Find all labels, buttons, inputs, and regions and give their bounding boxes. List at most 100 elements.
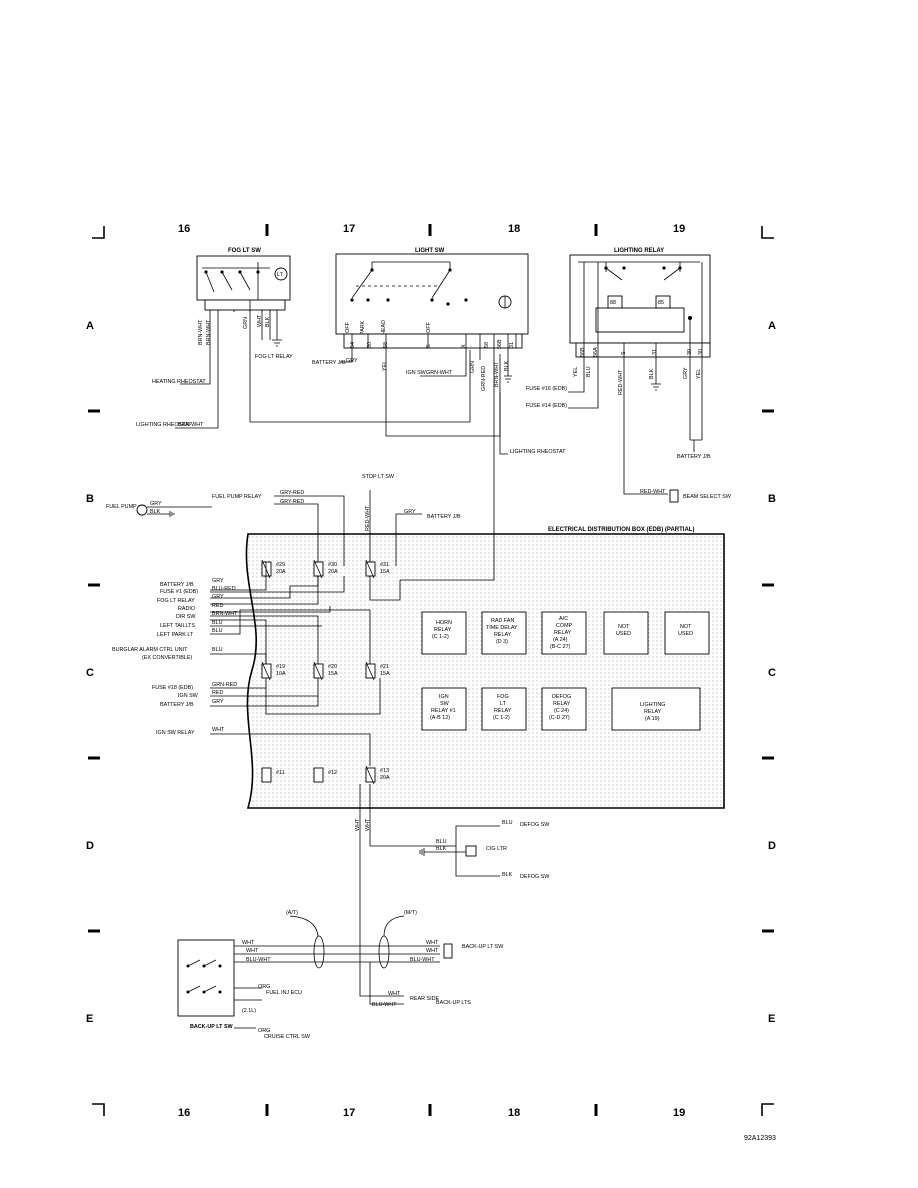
relay-box bbox=[421, 611, 467, 655]
wire-blk: BLK bbox=[150, 509, 161, 515]
svg-text:NOT: NOT bbox=[680, 624, 692, 630]
wire-gry-red: GRY-RED bbox=[280, 499, 304, 505]
fuse16-label: FUSE #16 (EDB) bbox=[526, 386, 567, 392]
figure-id: 92A12393 bbox=[744, 1135, 776, 1142]
col-label: 18 bbox=[508, 1107, 520, 1119]
fuse-id: #21 bbox=[380, 664, 389, 670]
fuse-amps: 15A bbox=[380, 569, 390, 575]
lighting-rheostat-label: LIGHTING RHEOSTAT bbox=[136, 422, 192, 428]
ls-pos-off: OFF bbox=[345, 322, 351, 333]
fuse-id: #13 bbox=[380, 768, 389, 774]
svg-text:FOG: FOG bbox=[497, 694, 509, 700]
svg-text:(A 24): (A 24) bbox=[553, 637, 568, 643]
svg-text:HORN: HORN bbox=[436, 620, 452, 626]
svg-text:FUEL INJ ECU: FUEL INJ ECU bbox=[266, 990, 302, 996]
fuel-pump-icon bbox=[136, 504, 148, 516]
relay-box bbox=[541, 687, 587, 731]
fuel-pump-relay-label: FUEL PUMP RELAY bbox=[212, 494, 262, 500]
svg-text:DIR SW: DIR SW bbox=[176, 614, 196, 620]
wire-gry-red: GRY-RED bbox=[280, 490, 304, 496]
row-label: D bbox=[768, 840, 776, 852]
svg-text:BATTERY J/B: BATTERY J/B bbox=[160, 582, 194, 588]
row-label: D bbox=[86, 840, 94, 852]
ls-pin: 31 bbox=[509, 342, 515, 348]
row-label: C bbox=[86, 667, 94, 679]
wire-blk: BLK bbox=[265, 316, 271, 327]
svg-text:FUSE #1 (EDB): FUSE #1 (EDB) bbox=[160, 589, 198, 595]
svg-text:(C 24): (C 24) bbox=[554, 708, 569, 714]
svg-text:BACK-UP LT SW: BACK-UP LT SW bbox=[462, 944, 504, 950]
svg-text:RELAY #1: RELAY #1 bbox=[431, 708, 456, 714]
svg-text:DEFOG: DEFOG bbox=[552, 694, 571, 700]
svg-text:BLU-RED: BLU-RED bbox=[212, 586, 236, 592]
svg-text:GRY: GRY bbox=[212, 699, 224, 705]
wire-brn-wht: BRN-WHT bbox=[206, 319, 212, 345]
wire-grn: GRN bbox=[243, 317, 249, 329]
wire-gry: GRY bbox=[404, 509, 416, 515]
fuse-id: #19 bbox=[276, 664, 285, 670]
svg-text:GRN-RED: GRN-RED bbox=[212, 682, 237, 688]
svg-text:A/C: A/C bbox=[559, 616, 568, 622]
ls-pos-head: HEAD bbox=[381, 320, 387, 335]
svg-text:(A/T): (A/T) bbox=[286, 910, 298, 916]
svg-text:ORG: ORG bbox=[258, 1028, 270, 1034]
ls-pin: 54 bbox=[350, 342, 356, 348]
fuse-amps: 20A bbox=[276, 569, 286, 575]
svg-text:BLU-WHT: BLU-WHT bbox=[372, 1002, 397, 1008]
svg-text:(C-D 27): (C-D 27) bbox=[549, 715, 570, 721]
light-sw-title: LIGHT SW bbox=[415, 248, 445, 254]
svg-text:(C 1-2): (C 1-2) bbox=[432, 634, 449, 640]
svg-text:LEFT PARK LT: LEFT PARK LT bbox=[157, 632, 194, 638]
wire-blk: BLK bbox=[504, 360, 510, 371]
svg-text:DEFOG SW: DEFOG SW bbox=[520, 822, 550, 828]
relay-box bbox=[481, 611, 527, 655]
svg-text:BLU: BLU bbox=[212, 620, 223, 626]
ls-pos-off2: OFF bbox=[426, 322, 432, 333]
row-label: C bbox=[768, 667, 776, 679]
svg-text:BLU: BLU bbox=[502, 820, 513, 826]
fuel-pump-label: FUEL PUMP bbox=[106, 504, 137, 510]
fuse-id: #12 bbox=[328, 770, 337, 776]
coil-85: 85 bbox=[658, 300, 664, 306]
row-label: E bbox=[768, 1013, 775, 1025]
fuse14-label: FUSE #14 (EDB) bbox=[526, 403, 567, 409]
wire-gry: GRY bbox=[346, 358, 358, 364]
svg-text:WHT: WHT bbox=[365, 818, 371, 831]
wire-red-wht: RED-WHT bbox=[365, 505, 371, 531]
wire-brn-wht: BRN-WHT bbox=[178, 422, 204, 428]
svg-text:TIME DELAY: TIME DELAY bbox=[486, 625, 518, 631]
edb-title: ELECTRICAL DISTRIBUTION BOX (EDB) (PARTI… bbox=[548, 527, 694, 533]
svg-text:RAD FAN: RAD FAN bbox=[491, 618, 514, 624]
svg-text:WHT: WHT bbox=[242, 940, 255, 946]
lighting-relay: LIGHTING RELAY 88 85 56B 56A S 31 30 30 … bbox=[526, 248, 732, 503]
svg-text:GRY: GRY bbox=[212, 578, 224, 584]
wire-gry: GRY bbox=[683, 367, 689, 379]
wire-blk: BLK bbox=[649, 368, 655, 379]
row-label: A bbox=[86, 320, 94, 332]
heating-rheostat-label: HEATING RHEOSTAT bbox=[152, 379, 206, 385]
svg-text:LT: LT bbox=[277, 272, 284, 278]
fog-lt-relay-label: FOG LT RELAY bbox=[255, 354, 293, 360]
stop-lt-sw-label: STOP LT SW bbox=[362, 474, 395, 480]
fuse-amps: 10A bbox=[276, 671, 286, 677]
svg-text:CIG LTR: CIG LTR bbox=[486, 846, 507, 852]
row-label: A bbox=[768, 320, 776, 332]
relay-box bbox=[664, 611, 710, 655]
fuse-amps: 15A bbox=[380, 671, 390, 677]
svg-text:BLU-WHT: BLU-WHT bbox=[246, 957, 271, 963]
wire-gry: GRY bbox=[150, 501, 162, 507]
svg-text:REAR SIDE: REAR SIDE bbox=[410, 996, 439, 1002]
svg-text:(M/T): (M/T) bbox=[404, 910, 417, 916]
ls-pin: 30 bbox=[367, 342, 373, 348]
relay-box bbox=[421, 687, 467, 731]
wire-grn: GRN bbox=[470, 361, 476, 373]
fuse-id: #29 bbox=[276, 562, 285, 568]
wire-red-wht: RED-WHT bbox=[640, 489, 666, 495]
row-label: B bbox=[768, 493, 776, 505]
fuse-id: #20 bbox=[328, 664, 337, 670]
wire-blu: BLU bbox=[586, 366, 592, 377]
wire-yel: YEL bbox=[573, 367, 579, 377]
